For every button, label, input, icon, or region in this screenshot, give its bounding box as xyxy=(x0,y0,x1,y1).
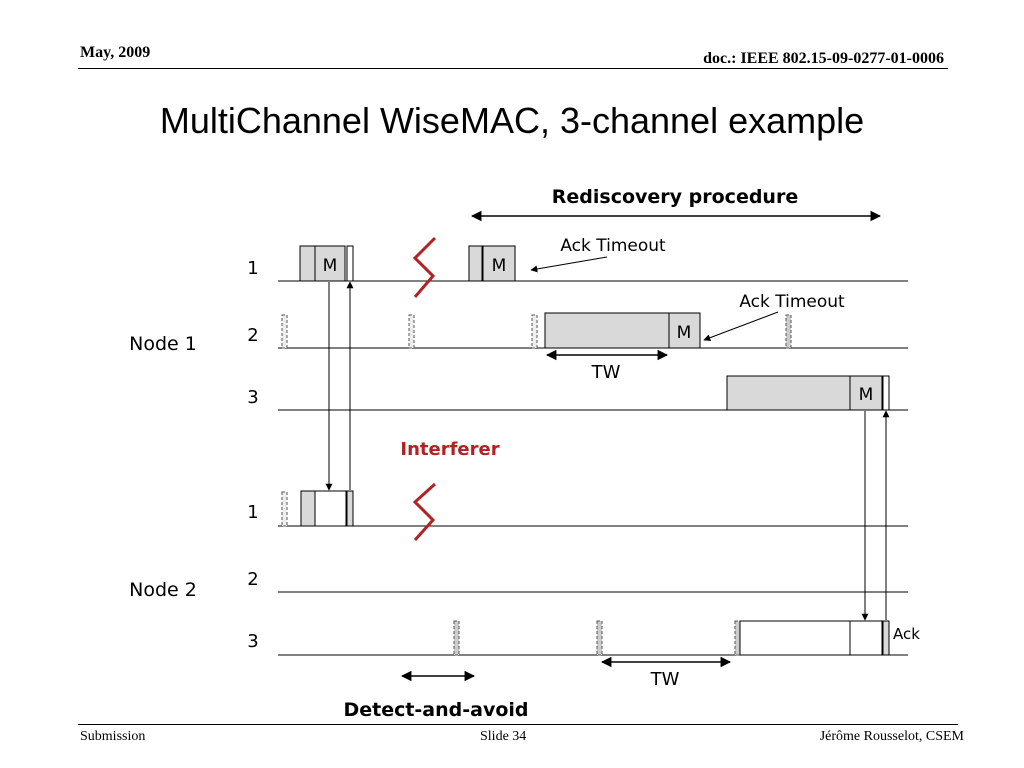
wakeup-sample xyxy=(453,620,460,656)
ack-timeout-pointer-2 xyxy=(703,311,779,342)
rediscovery-procedure-label: Rediscovery procedure xyxy=(552,186,798,208)
header-document-id: doc.: IEEE 802.15-09-0277-01-0006 xyxy=(703,50,944,67)
footer-submission: Submission xyxy=(80,729,146,744)
wakeup-sample xyxy=(281,314,288,349)
message-label: M xyxy=(492,256,507,276)
message-label: M xyxy=(859,385,874,405)
footer-divider xyxy=(78,724,958,725)
wakeup-sample xyxy=(785,314,792,349)
ack-slot xyxy=(882,375,890,411)
footer-slide-number: Slide 34 xyxy=(480,729,527,744)
ack-block xyxy=(882,620,890,656)
node1-channel-3-label: 3 xyxy=(247,387,258,408)
interferer-label: Interferer xyxy=(400,439,499,460)
wakeup-sample xyxy=(734,620,741,656)
wakeup-sample xyxy=(281,491,288,527)
rx-message-block xyxy=(314,490,347,527)
ack-timeout-pointer-1 xyxy=(530,256,608,273)
node-2-label: Node 2 xyxy=(129,579,197,601)
rx-preamble-block xyxy=(300,490,316,527)
node2-channel-2-label: 2 xyxy=(247,569,258,590)
slide-title: MultiChannel WiseMAC, 3-channel example xyxy=(159,100,865,141)
node1-channel-2-label: 2 xyxy=(247,325,258,346)
ack-block xyxy=(346,490,354,527)
rx-message-block xyxy=(849,620,883,656)
ack-timeout-label-1: Ack Timeout xyxy=(560,236,666,256)
detect-and-avoid-label: Detect-and-avoid xyxy=(343,699,528,721)
preamble-block xyxy=(544,312,670,349)
message-block xyxy=(668,312,701,349)
footer-author: Jérôme Rousselot, CSEM xyxy=(819,729,964,744)
message-label: M xyxy=(323,256,338,276)
tw-label: TW xyxy=(591,362,621,383)
ack-slot xyxy=(346,245,354,282)
message-block xyxy=(849,375,883,411)
message-label: M xyxy=(677,323,692,343)
tw-label: TW xyxy=(650,669,680,690)
node1-channel-1-label: 1 xyxy=(247,258,258,279)
header-date: May, 2009 xyxy=(80,44,151,61)
ack-label: Ack xyxy=(893,625,920,643)
preamble-block xyxy=(299,245,316,282)
interferer-zigzag-node1 xyxy=(412,236,437,298)
wakeup-sample xyxy=(596,620,603,656)
header-divider xyxy=(78,68,948,69)
ack-timeout-label-2: Ack Timeout xyxy=(739,292,845,312)
node-1-label: Node 1 xyxy=(129,333,197,355)
preamble-block xyxy=(468,245,483,282)
node2-channel-3-label: 3 xyxy=(247,631,258,652)
preamble-block xyxy=(726,375,851,411)
rx-preamble-block xyxy=(739,620,851,656)
wakeup-sample xyxy=(408,314,415,349)
interferer-zigzag-node2 xyxy=(412,482,437,542)
wakeup-sample xyxy=(531,314,538,349)
node2-channel-1-label: 1 xyxy=(247,502,258,523)
message-block xyxy=(314,245,346,282)
message-block xyxy=(482,245,516,282)
